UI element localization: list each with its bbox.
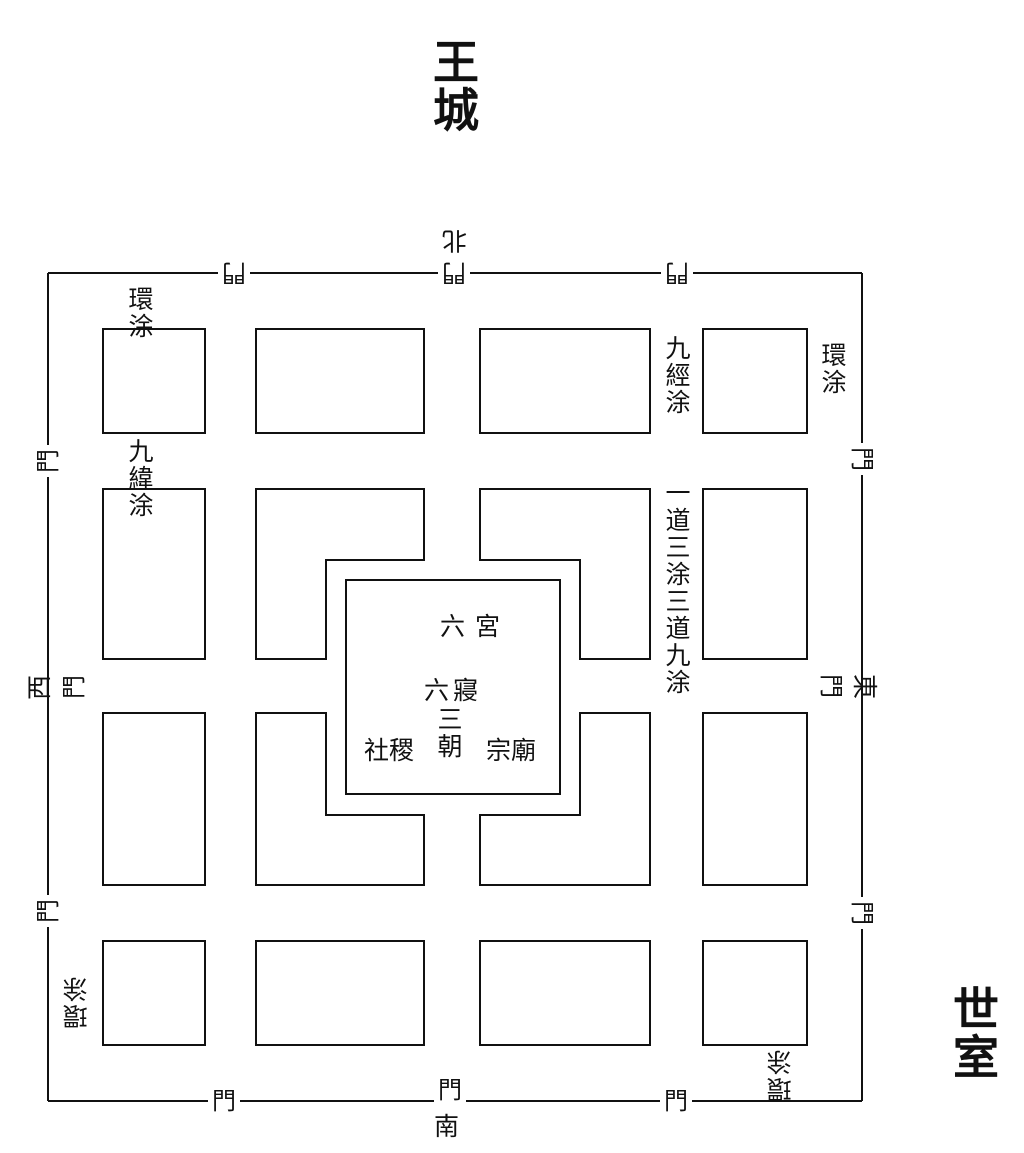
- gate-north-west: 門: [218, 259, 250, 287]
- block-r1-c3: [479, 328, 651, 434]
- block-r2-c2: [255, 488, 425, 660]
- gate-east-center: 門: [817, 670, 845, 702]
- ring-road-label-nw: 環涂: [125, 286, 154, 340]
- gate-south-east: 門: [660, 1089, 692, 1113]
- block-r4-c2: [255, 940, 425, 1046]
- ring-road-label-ne: 環涂: [818, 342, 847, 396]
- ancestral-temple-label: 宗廟: [486, 736, 537, 765]
- block-r4-c1: [102, 940, 206, 1046]
- south-direction-label: 南: [434, 1112, 460, 1141]
- gate-west-south: 門: [34, 895, 62, 927]
- block-r1-c4: [702, 328, 808, 434]
- nine-warp-road-label: 九經涂: [662, 335, 691, 416]
- gate-north-center: 門: [438, 259, 470, 287]
- block-r2-c1: [102, 488, 206, 660]
- block-r4-c4: [702, 940, 808, 1046]
- gate-west-center: 門: [60, 671, 88, 703]
- one-way-three-road-label: 一道三涂三道九涂: [662, 480, 691, 696]
- block-r4-c3: [479, 940, 651, 1046]
- block-r2-c3: [479, 488, 651, 660]
- six-palaces-label: 六宮: [440, 612, 511, 641]
- block-r3-c4: [702, 712, 808, 886]
- six-chambers-label: 六寢: [424, 676, 483, 705]
- east-direction-label: 東: [850, 673, 880, 700]
- ring-road-label-sw: 環涂: [62, 975, 91, 1029]
- three-courts-label: 三朝: [434, 706, 463, 760]
- block-r1-c1: [102, 328, 206, 434]
- she-ji-label: 社稷: [364, 736, 415, 765]
- gate-south-west: 門: [208, 1089, 240, 1113]
- block-r1-c2: [255, 328, 425, 434]
- gate-west-north: 門: [34, 445, 62, 477]
- central-palace: [345, 579, 561, 795]
- title-wangcheng: 王城: [426, 38, 480, 134]
- west-direction-label: 西: [25, 674, 55, 701]
- ring-road-label-se: 環涂: [766, 1048, 795, 1102]
- block-r2-c4: [702, 488, 808, 660]
- gate-east-south: 門: [848, 897, 876, 929]
- north-direction-label: 北: [442, 226, 468, 255]
- caption-shishi: 世室: [946, 985, 1000, 1081]
- gate-south-center: 門: [434, 1078, 466, 1102]
- gate-north-east: 門: [661, 259, 693, 287]
- block-r3-c1: [102, 712, 206, 886]
- nine-weft-road-label: 九緯涂: [125, 438, 154, 519]
- block-r3-c3: [479, 712, 651, 886]
- gate-east-north: 門: [848, 443, 876, 475]
- block-r3-c2: [255, 712, 425, 886]
